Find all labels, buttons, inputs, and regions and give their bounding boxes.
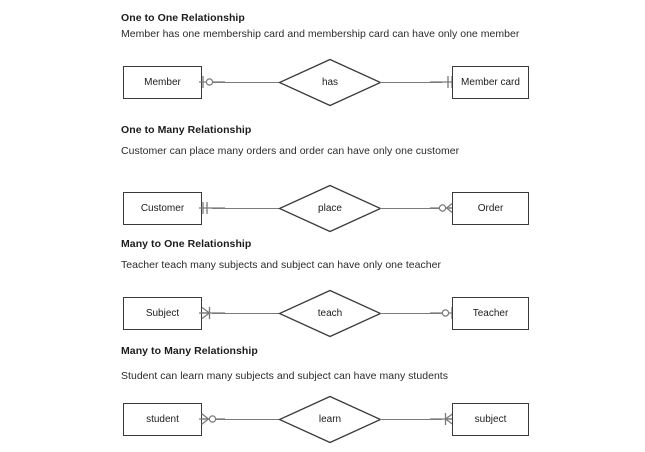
connector-line-right [380,419,442,420]
entity-box-right[interactable]: Teacher [452,297,529,330]
section-heading: Many to Many Relationship [121,345,258,357]
entity-box-left[interactable]: Member [123,66,202,99]
section-description: Customer can place many orders and order… [121,145,460,157]
connector-line-left [212,82,280,83]
crowfoot-bar-symbol [199,301,225,325]
relationship-diamond[interactable]: place [278,184,382,233]
entity-box-right[interactable]: Order [452,192,529,225]
bar-crowfoot-symbol [430,407,456,431]
er-diagram: student learn subject [0,389,645,451]
er-diagram: Subject teach Teacher [0,283,645,345]
section-heading: Many to One Relationship [121,238,252,250]
relationship-diamond[interactable]: teach [278,289,382,338]
connector-line-right [380,208,442,209]
connector-line-left [212,313,280,314]
er-diagram: Customer place Order [0,178,645,240]
crowfoot-circle-symbol [199,407,225,431]
section-description: Teacher teach many subjects and subject … [121,259,441,271]
connector-line-left [212,208,280,209]
relationship-label: place [318,203,342,214]
entity-box-left[interactable]: Customer [123,192,202,225]
er-diagram: Member has Member card [0,52,645,114]
relationship-label: teach [317,308,343,319]
section-description: Student can learn many subjects and subj… [121,370,449,382]
connector-line-right [380,313,442,314]
bar-circle-symbol [199,70,225,94]
relationship-label: learn [318,414,342,425]
relationship-diamond[interactable]: learn [278,395,382,444]
entity-box-left[interactable]: student [123,403,202,436]
section-heading: One to One Relationship [121,12,245,24]
section-heading: One to Many Relationship [121,124,252,136]
entity-box-left[interactable]: Subject [123,297,202,330]
connector-line-left [212,419,280,420]
entity-box-right[interactable]: Member card [452,66,529,99]
double-bar-symbol [199,196,225,220]
relationship-label: has [321,77,339,88]
section-description: Member has one membership card and membe… [121,28,520,40]
entity-box-right[interactable]: subject [452,403,529,436]
relationship-diamond[interactable]: has [278,58,382,107]
connector-line-right [380,82,442,83]
